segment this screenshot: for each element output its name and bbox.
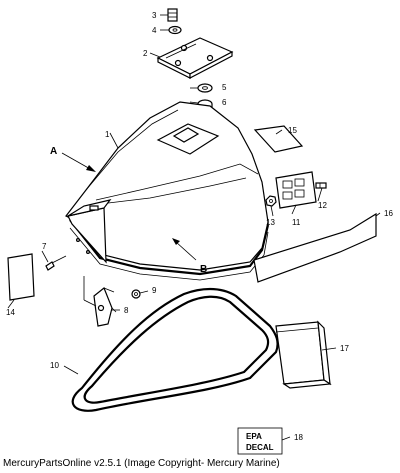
part-14-decal <box>7 253 35 301</box>
part-3-screw <box>167 8 178 22</box>
label-13: 13 <box>266 218 275 227</box>
label-14: 14 <box>6 308 15 317</box>
part-5-nut <box>197 83 213 93</box>
label-17: 17 <box>340 344 349 353</box>
label-18: 18 <box>294 433 303 442</box>
arrow-B <box>172 238 197 261</box>
copyright-caption: MercuryPartsOnline v2.5.1 (Image Copyrig… <box>3 458 280 469</box>
part-7-screw <box>45 255 67 271</box>
label-16: 16 <box>384 209 393 218</box>
label-11: 11 <box>292 218 301 227</box>
part-2-plate <box>156 37 234 79</box>
label-1: 1 <box>105 130 110 139</box>
label-5: 5 <box>222 83 227 92</box>
label-A: A <box>50 146 57 157</box>
part-4-washer <box>168 25 182 35</box>
part-17-booklet <box>275 320 332 389</box>
part-18-epa-decal: EPA DECAL <box>237 427 283 455</box>
label-B: B <box>200 264 207 275</box>
label-7: 7 <box>42 242 47 251</box>
label-6: 6 <box>222 98 227 107</box>
arrow-A <box>61 152 96 172</box>
part-8-bracket <box>93 287 117 327</box>
part-11-plate <box>275 171 317 209</box>
label-8: 8 <box>124 306 129 315</box>
part-13-nut <box>265 195 277 207</box>
label-4: 4 <box>152 26 157 35</box>
part-1-top-cowl <box>65 101 270 281</box>
label-3: 3 <box>152 11 157 20</box>
epa-decal-line2: DECAL <box>246 443 274 452</box>
part-9-nut <box>131 289 141 299</box>
part-12-screw <box>315 182 327 189</box>
label-10: 10 <box>50 361 59 370</box>
leader-lines <box>7 14 381 441</box>
label-15: 15 <box>288 126 297 135</box>
label-9: 9 <box>152 286 157 295</box>
part-10-seal <box>71 287 279 412</box>
label-2: 2 <box>143 49 148 58</box>
part-16-stripe-decal <box>253 212 377 283</box>
label-12: 12 <box>318 201 327 210</box>
part-15-decal <box>253 125 304 153</box>
epa-decal-line1: EPA <box>246 432 262 441</box>
